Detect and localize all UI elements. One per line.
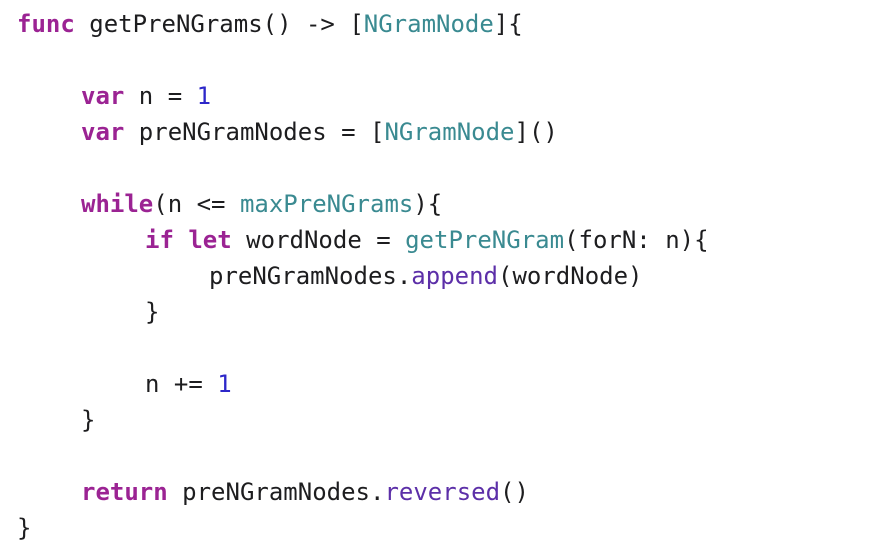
identifier: maxPreNGrams <box>239 190 414 218</box>
code-text: preNGramNodes. <box>209 262 412 290</box>
code-line-var-n: var n = 1 <box>81 79 211 113</box>
code-line-close-brace: } <box>145 295 159 329</box>
number-literal: 1 <box>196 82 212 110</box>
type-name: NGramNode <box>363 10 494 38</box>
code-text: ]() <box>514 118 558 146</box>
code-text: n = <box>124 82 197 110</box>
code-line-close-brace: } <box>17 511 31 545</box>
code-text: preNGramNodes. <box>167 478 385 506</box>
code-text: (n <= <box>153 190 240 218</box>
code-text: } <box>17 514 32 542</box>
keyword-let: let <box>188 226 232 254</box>
number-literal: 1 <box>217 370 232 398</box>
code-line-while: while(n <= maxPreNGrams){ <box>81 187 442 221</box>
code-text: ]{ <box>493 10 523 38</box>
code-text: } <box>81 406 96 434</box>
function-call: getPreNGram <box>405 226 565 254</box>
code-line-close-brace: } <box>81 403 95 437</box>
keyword-var: var <box>81 118 125 146</box>
method-call: reversed <box>384 478 501 506</box>
keyword-return: return <box>81 478 168 506</box>
code-line-func-declaration: func getPreNGrams() -> [NGramNode]{ <box>17 7 523 41</box>
code-text: () <box>500 478 529 506</box>
code-text: (wordNode) <box>498 262 643 290</box>
code-line-append: preNGramNodes.append(wordNode) <box>209 259 643 293</box>
code-text: } <box>145 298 160 326</box>
keyword-var: var <box>81 82 125 110</box>
code-text: ){ <box>413 190 443 218</box>
code-line-increment: n += 1 <box>145 367 232 401</box>
code-text: (forN: n){ <box>564 226 709 254</box>
code-text: preNGramNodes = [ <box>124 118 385 146</box>
method-call: append <box>411 262 498 290</box>
keyword-if: if <box>145 226 174 254</box>
code-text: getPreNGrams() -> [ <box>74 10 364 38</box>
code-line-if-let: if let wordNode = getPreNGram(forN: n){ <box>145 223 709 257</box>
code-line-var-nodes: var preNGramNodes = [NGramNode]() <box>81 115 558 149</box>
code-text: n += <box>145 370 218 398</box>
code-text: wordNode = <box>231 226 406 254</box>
keyword-while: while <box>81 190 154 218</box>
type-name: NGramNode <box>384 118 515 146</box>
keyword-func: func <box>17 10 75 38</box>
code-line-return: return preNGramNodes.reversed() <box>81 475 529 509</box>
